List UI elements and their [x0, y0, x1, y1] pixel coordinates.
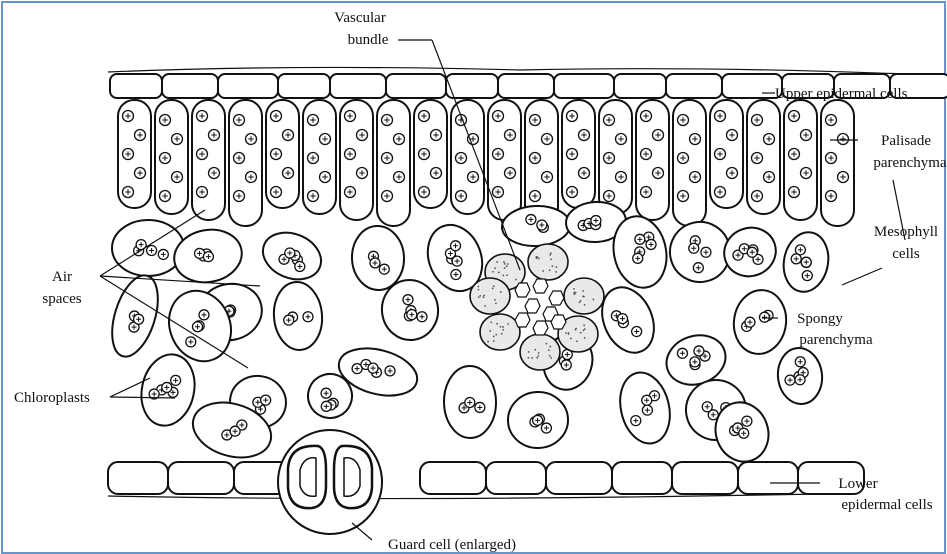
lower-epidermal-cell: [420, 462, 486, 494]
lower-epidermal-cell: [108, 462, 168, 494]
xylem-cell: [525, 299, 540, 313]
spongy-cell: [730, 287, 790, 358]
upper-epidermal-cell: [498, 74, 554, 98]
label-chloroplasts: Chloroplasts: [14, 390, 90, 406]
upper-epidermal-cell: [554, 74, 614, 98]
label-spongy-line2: parenchyma: [799, 332, 873, 348]
upper-epidermal-cell: [278, 74, 330, 98]
xylem-cell: [549, 291, 564, 305]
lower-epidermal-cell: [546, 462, 612, 494]
bundle-sheath-cell: [480, 314, 520, 350]
label-guard-cell: Guard cell (enlarged): [388, 537, 516, 553]
label-palisade-line2: parenchyma: [873, 155, 947, 171]
label-air-line2: spaces: [42, 291, 81, 307]
guard-cell-enlarged: [278, 430, 382, 534]
upper-epidermal-cell: [614, 74, 666, 98]
upper-epidermal-cell: [110, 74, 162, 98]
label-lower-line1: Lower: [838, 476, 877, 492]
label-lower-line2: epidermal cells: [841, 497, 932, 513]
label-palisade-line1: Palisade: [881, 133, 931, 149]
upper-epidermal-cell: [722, 74, 782, 98]
label-mesophyll-line2: cells: [892, 246, 920, 262]
xylem-cell: [515, 283, 530, 297]
label-mesophyll-line1: Mesophyll: [874, 224, 938, 240]
xylem-cell: [533, 321, 548, 335]
label-vascular-line2: bundle: [348, 32, 389, 48]
spongy-layer: [103, 200, 833, 468]
lower-epidermal-cell: [486, 462, 546, 494]
palisade-layer: [118, 100, 854, 226]
bundle-sheath-cell: [470, 278, 510, 314]
label-spongy-line1: Spongy: [797, 311, 843, 327]
upper-epidermal-cell: [162, 74, 218, 98]
upper-epidermal-cell: [218, 74, 278, 98]
lower-epidermis: [108, 462, 864, 499]
upper-epidermal-cell: [330, 74, 386, 98]
xylem-cell: [551, 315, 566, 329]
label-upper-epidermal: Upper epidermal cells: [775, 86, 908, 102]
upper-epidermal-cell: [446, 74, 498, 98]
lower-epidermal-cell: [168, 462, 234, 494]
upper-epidermal-cell: [386, 74, 446, 98]
xylem-cell: [515, 313, 530, 327]
upper-epidermal-cell: [666, 74, 722, 98]
vascular-bundle: [470, 244, 604, 370]
label-vascular-line1: Vascular: [334, 10, 386, 26]
label-air-line1: Air: [52, 269, 72, 285]
lower-epidermal-cell: [612, 462, 672, 494]
lower-epidermal-cell: [672, 462, 738, 494]
bundle-sheath-cell: [520, 334, 560, 370]
bundle-sheath-cell: [528, 244, 568, 280]
lower-epidermal-cell: [738, 462, 798, 494]
xylem-cell: [533, 279, 548, 293]
